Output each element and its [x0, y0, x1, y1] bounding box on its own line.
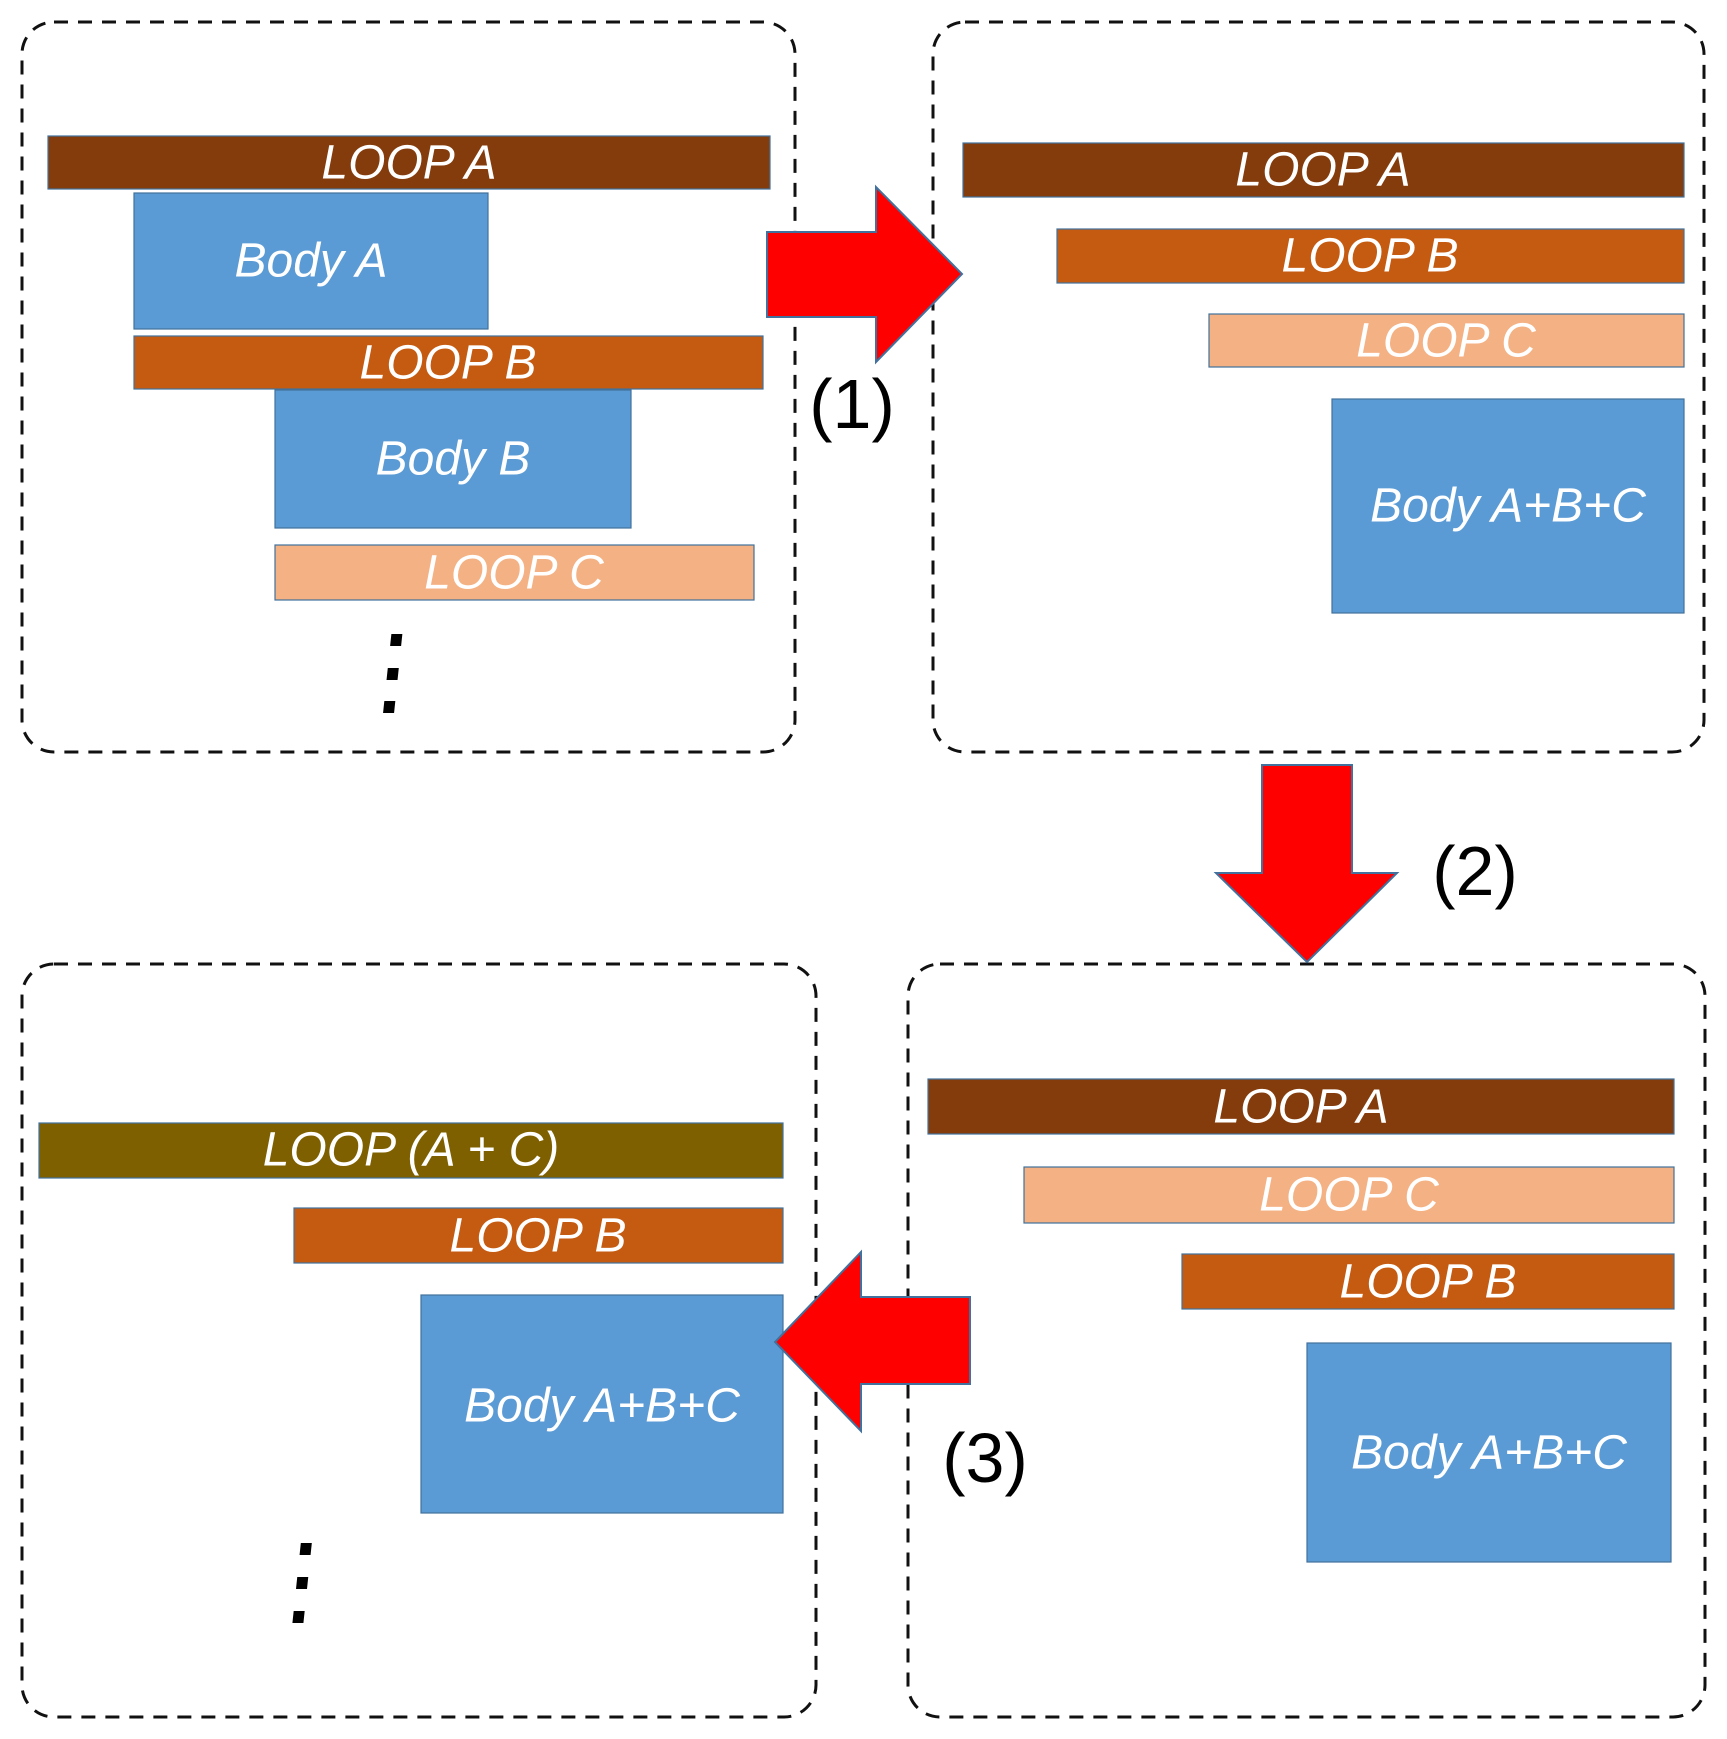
block-loop-ac: LOOP (A + C): [38, 1122, 784, 1179]
body-abc-label: Body A+B+C: [1351, 1427, 1627, 1480]
loop-a-label: LOOP A: [1213, 1081, 1388, 1134]
ellipsis-icon: [383, 634, 403, 713]
loop-b-bar: [1181, 1253, 1675, 1310]
loop-b-label: LOOP B: [1282, 230, 1459, 283]
block-body-b: Body B: [274, 389, 632, 529]
block-loop-b: LOOP B: [293, 1207, 784, 1264]
loop-c-label: LOOP C: [424, 547, 604, 600]
loop-a-label: LOOP A: [1235, 144, 1410, 197]
block-loop-c: LOOP C: [274, 544, 755, 601]
loop-c-label: LOOP C: [1259, 1169, 1439, 1222]
loop-b-bar: [133, 335, 764, 390]
loop-c-bar: [1208, 313, 1685, 368]
loop-a-label: LOOP A: [321, 137, 496, 190]
panel-border: [906, 962, 1707, 1719]
block-body-a: Body A: [133, 192, 489, 330]
block-body-abc: Body A+B+C: [1306, 1342, 1672, 1563]
ellipsis-dot: [386, 668, 399, 680]
panel-after-step-1: LOOP A LOOP B LOOP C Body A+B+C: [931, 20, 1706, 754]
loop-b-label: LOOP B: [1340, 1256, 1517, 1309]
body-b-label: Body B: [376, 433, 531, 486]
block-loop-b: LOOP B: [1181, 1253, 1675, 1310]
loop-c-bar: [274, 544, 755, 601]
body-a-box: [133, 192, 489, 330]
loop-b-label: LOOP B: [450, 1210, 627, 1263]
loop-c-label: LOOP C: [1356, 315, 1536, 368]
loop-b-bar: [293, 1207, 784, 1264]
loop-a-bar: [927, 1078, 1675, 1135]
body-abc-label: Body A+B+C: [464, 1380, 740, 1433]
panel-original: LOOP A Body A LOOP B Body B LOOP C: [20, 20, 797, 754]
arrow-right-icon: [766, 184, 964, 365]
loop-a-bar: [962, 142, 1685, 198]
body-abc-label: Body A+B+C: [1370, 480, 1646, 533]
block-body-abc: Body A+B+C: [1331, 398, 1685, 614]
body-abc-box: [420, 1294, 784, 1514]
body-abc-box: [1306, 1342, 1672, 1563]
loop-c-bar: [1023, 1166, 1675, 1224]
ellipsis-dot: [295, 1577, 309, 1589]
block-loop-b: LOOP B: [1056, 228, 1685, 284]
body-a-label: Body A: [235, 235, 388, 288]
loop-a-bar: [47, 135, 771, 190]
panel-after-step-3: LOOP (A + C) LOOP B Body A+B+C: [20, 962, 818, 1719]
block-loop-c: LOOP C: [1023, 1166, 1675, 1224]
block-loop-a: LOOP A: [962, 142, 1685, 198]
block-loop-c: LOOP C: [1208, 313, 1685, 368]
arrow-down-icon: [1213, 764, 1400, 964]
step-1-label: (1): [809, 365, 895, 443]
panel-border: [20, 962, 818, 1719]
ellipsis-dot: [390, 634, 403, 646]
loop-b-label: LOOP B: [360, 337, 537, 390]
ellipsis-icon: [292, 1543, 312, 1623]
panel-after-step-2: LOOP A LOOP C LOOP B Body A+B+C: [906, 962, 1707, 1719]
step-3-label: (3): [942, 1419, 1028, 1497]
block-loop-a: LOOP A: [47, 135, 771, 190]
loop-ac-bar: [38, 1122, 784, 1179]
body-abc-box: [1331, 398, 1685, 614]
ellipsis-dot: [383, 701, 396, 713]
loop-ac-label: LOOP (A + C): [263, 1124, 560, 1177]
panel-border: [20, 20, 797, 754]
block-loop-a: LOOP A: [927, 1078, 1675, 1135]
ellipsis-dot: [299, 1543, 312, 1555]
panel-border: [931, 20, 1706, 754]
arrow-left-icon: [773, 1249, 971, 1434]
loop-b-bar: [1056, 228, 1685, 284]
block-body-abc: Body A+B+C: [420, 1294, 784, 1514]
step-2-label: (2): [1432, 832, 1518, 910]
ellipsis-dot: [292, 1611, 305, 1623]
block-loop-b: LOOP B: [133, 335, 764, 390]
body-b-box: [274, 389, 632, 529]
